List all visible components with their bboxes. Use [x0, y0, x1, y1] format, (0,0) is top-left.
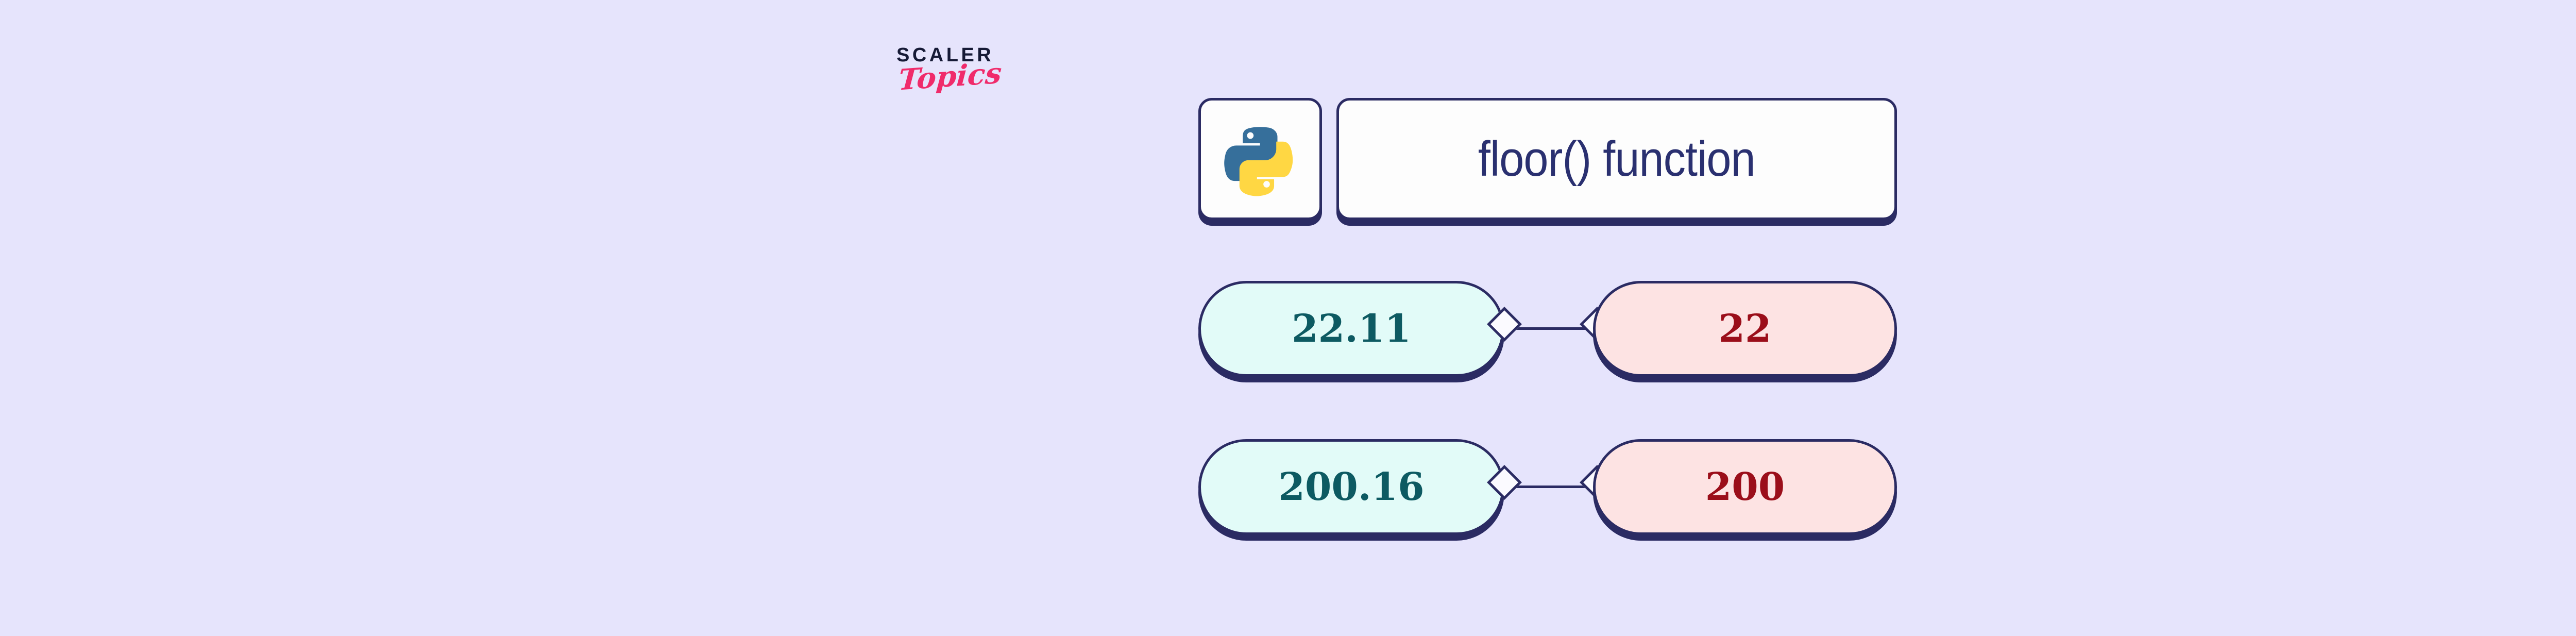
input-value: 200.16 [1278, 465, 1425, 509]
python-logo-badge [1198, 98, 1322, 220]
brand-wordmark-scaler: SCALER [896, 44, 994, 66]
brand-wordmark-topics: Topics [897, 56, 1003, 97]
header-row: floor() function [1198, 98, 1897, 226]
example-row: 22.11 22 [1198, 281, 1897, 377]
input-value-pill: 200.16 [1198, 439, 1504, 535]
connector-line [1504, 327, 1597, 330]
function-title-card: floor() function [1336, 98, 1897, 220]
example-row: 200.16 200 [1198, 439, 1897, 535]
scaler-topics-logo: SCALER Topics [895, 45, 1040, 128]
input-value: 22.11 [1292, 307, 1411, 351]
output-value: 22 [1718, 307, 1772, 351]
output-value-pill: 22 [1593, 281, 1897, 377]
output-value-pill: 200 [1593, 439, 1897, 535]
python-logo-icon [1224, 126, 1293, 196]
output-value: 200 [1705, 465, 1785, 509]
page-title: floor() function [1478, 131, 1756, 187]
input-value-pill: 22.11 [1198, 281, 1504, 377]
connector-line [1504, 486, 1597, 488]
